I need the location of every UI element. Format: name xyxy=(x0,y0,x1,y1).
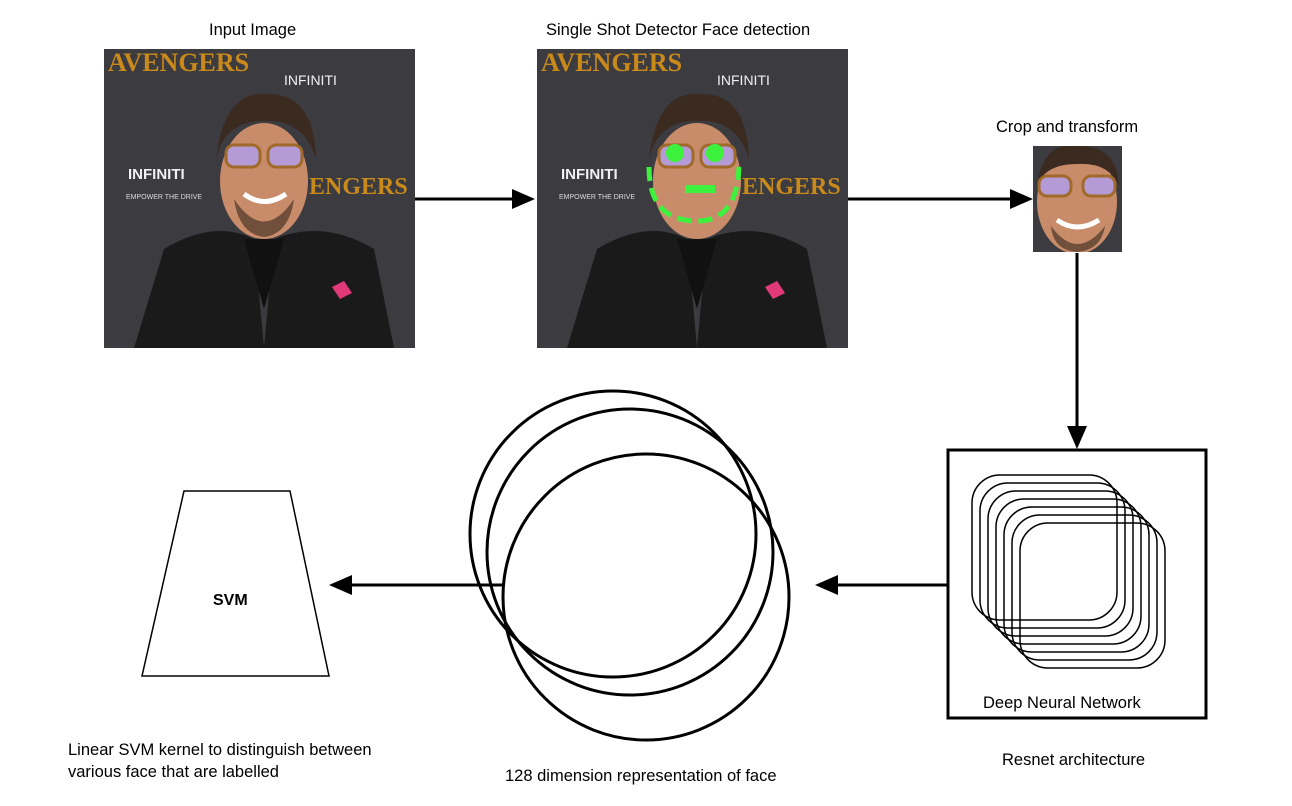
arrow-left-icon xyxy=(815,575,948,595)
dnn-layers xyxy=(971,474,1166,669)
dnn-layer xyxy=(1003,506,1150,653)
svg-text:EMPOWER THE DRIVE: EMPOWER THE DRIVE xyxy=(559,194,635,201)
svm-label: SVM xyxy=(213,592,248,609)
svg-text:ENGERS: ENGERS xyxy=(742,174,841,200)
svm-description-line2: various face that are labelled xyxy=(68,763,279,781)
resnet-label: Resnet architecture xyxy=(1002,751,1146,769)
svg-text:INFINITI: INFINITI xyxy=(284,72,337,88)
svg-text:INFINITI: INFINITI xyxy=(128,166,185,183)
svg-text:AVENGERS: AVENGERS xyxy=(541,49,682,77)
dnn-layer xyxy=(1019,522,1166,669)
cropped-face-illustration xyxy=(1033,146,1122,252)
dnn-box xyxy=(946,448,1208,720)
ssd-detection-label: Single Shot Detector Face detection xyxy=(546,21,811,39)
embedding-label: 128 dimension representation of face xyxy=(505,767,777,785)
embedding-circle xyxy=(501,452,791,742)
svg-text:INFINITI: INFINITI xyxy=(561,166,618,183)
detected-photo: AVENGERS INFINITI INFINITI EMPOWER THE D… xyxy=(537,49,848,348)
dnn-layer xyxy=(987,490,1134,637)
arrow-right-icon xyxy=(848,189,1033,209)
embedding-circle xyxy=(485,407,775,697)
arrow-down-icon xyxy=(1067,253,1087,449)
dnn-label: Deep Neural Network xyxy=(983,694,1141,712)
dnn-layer xyxy=(995,498,1142,645)
svg-text:EMPOWER THE DRIVE: EMPOWER THE DRIVE xyxy=(126,194,202,201)
portrait-with-landmarks: AVENGERS INFINITI INFINITI EMPOWER THE D… xyxy=(537,49,848,348)
svm-description: Linear SVM kernel to distinguish between… xyxy=(68,739,372,783)
svm-description-line1: Linear SVM kernel to distinguish between xyxy=(68,741,372,759)
svg-text:INFINITI: INFINITI xyxy=(717,72,770,88)
embedding-circle xyxy=(468,389,758,679)
dnn-layer xyxy=(1011,514,1158,661)
svg-text:AVENGERS: AVENGERS xyxy=(108,49,249,77)
portrait-illustration: AVENGERS INFINITI INFINITI EMPOWER THE D… xyxy=(104,49,415,348)
cropped-face xyxy=(1033,146,1122,252)
input-photo: AVENGERS INFINITI INFINITI EMPOWER THE D… xyxy=(104,49,415,348)
embedding-circles xyxy=(468,389,791,742)
crop-transform-label: Crop and transform xyxy=(996,118,1139,136)
dnn-layer xyxy=(979,482,1126,629)
dnn-layer xyxy=(971,474,1118,621)
input-image-label: Input Image xyxy=(209,21,297,39)
arrow-right-icon xyxy=(415,189,535,209)
face-landmarks xyxy=(646,144,742,224)
svg-text:ENGERS: ENGERS xyxy=(309,174,408,200)
svm-shape xyxy=(141,490,330,677)
